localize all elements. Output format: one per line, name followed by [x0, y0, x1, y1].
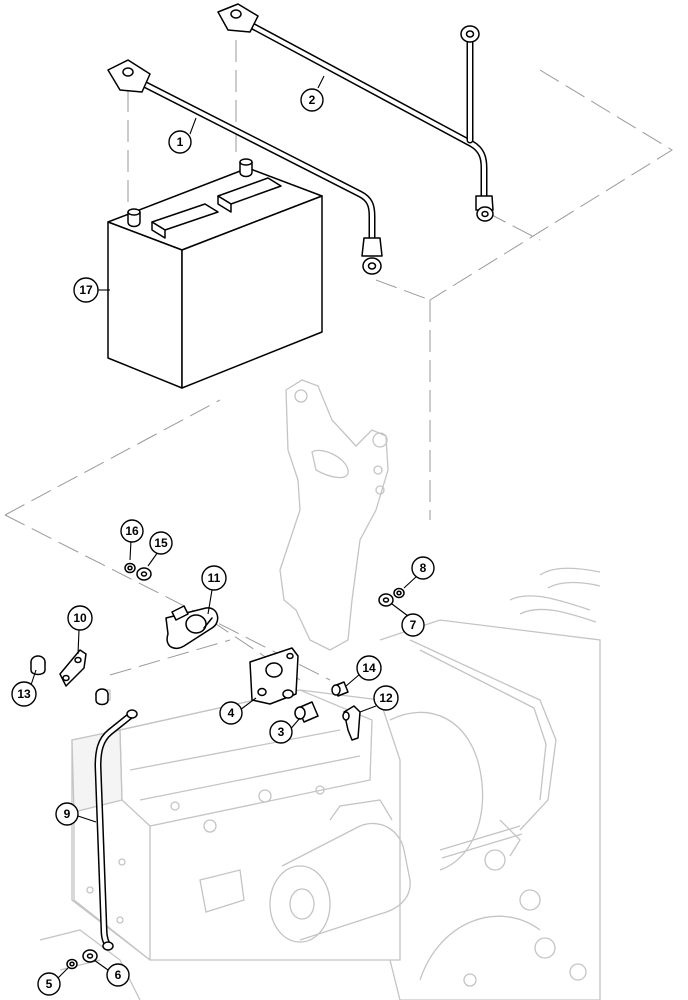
svg-text:6: 6 [115, 968, 122, 982]
bolt-3 [294, 701, 319, 723]
clip-12 [342, 705, 361, 741]
svg-text:7: 7 [410, 618, 417, 632]
callout-12: 12 [373, 685, 399, 711]
svg-text:12: 12 [379, 691, 393, 705]
svg-text:10: 10 [73, 611, 87, 625]
svg-text:2: 2 [309, 93, 316, 107]
ground-strap-9 [94, 709, 138, 951]
assembly-guide-lines [4, 40, 673, 681]
spacer-13b [95, 688, 109, 706]
svg-text:13: 13 [17, 687, 31, 701]
spacer-13 [30, 655, 46, 676]
mounting-plate-4 [249, 647, 299, 705]
callout-4: 4 [219, 701, 243, 725]
callout-17: 17 [73, 277, 99, 303]
hardware-7-washer [378, 593, 394, 607]
callout-9: 9 [55, 802, 79, 826]
callout-14: 14 [356, 655, 382, 681]
washer-6 [82, 949, 98, 963]
callout-11: 11 [201, 565, 227, 591]
callout-2: 2 [300, 88, 324, 112]
callout-15: 15 [149, 531, 173, 555]
callout-1: 1 [168, 130, 192, 154]
svg-text:16: 16 [125, 524, 139, 538]
tractor-structure-outline [39, 379, 601, 1000]
svg-text:8: 8 [420, 561, 427, 575]
callout-5: 5 [37, 972, 61, 996]
bolt-14 [331, 681, 349, 697]
callout-13: 13 [11, 681, 37, 707]
terminal-mount-11 [165, 605, 219, 650]
svg-text:9: 9 [64, 807, 71, 821]
bracket-10 [59, 649, 87, 687]
svg-text:17: 17 [79, 283, 93, 297]
hardware-16-nut [124, 562, 136, 574]
svg-text:11: 11 [208, 571, 221, 585]
callout-7: 7 [401, 613, 425, 637]
svg-text:15: 15 [154, 536, 168, 550]
callout-6: 6 [106, 963, 130, 987]
callout-3: 3 [269, 720, 293, 744]
hardware-8-nut [393, 587, 405, 599]
battery [107, 158, 323, 389]
nut-5 [66, 958, 78, 970]
svg-text:3: 3 [278, 725, 285, 739]
callout-8: 8 [411, 556, 435, 580]
svg-text:5: 5 [46, 977, 53, 991]
svg-text:14: 14 [362, 661, 376, 675]
svg-text:1: 1 [177, 135, 184, 149]
battery-cable-2 [217, 3, 494, 222]
callout-10: 10 [67, 605, 93, 631]
hardware-15-washer [136, 567, 152, 581]
svg-text:4: 4 [228, 706, 235, 720]
callout-16: 16 [120, 519, 144, 543]
battery-cable-1 [107, 59, 383, 275]
leader-lines [29, 75, 418, 979]
